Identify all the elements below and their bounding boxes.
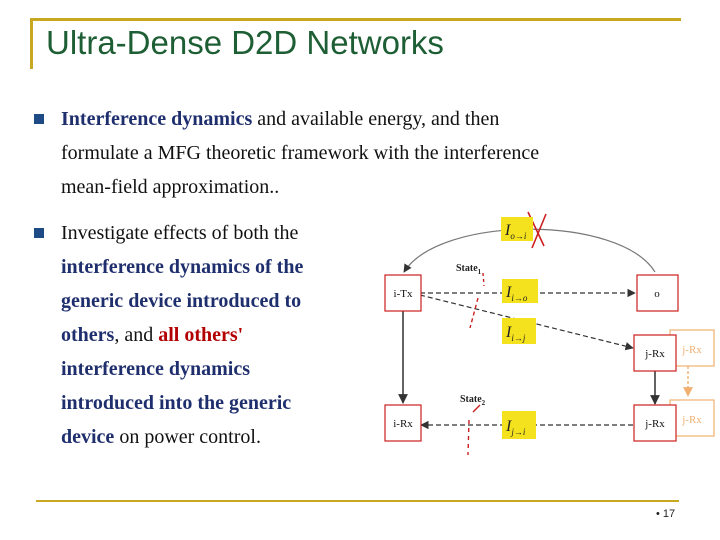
highlight-text: Interference dynamics — [61, 108, 253, 130]
body-text: on power control. — [114, 426, 261, 448]
svg-text:State2: State2 — [460, 394, 486, 407]
body-text: mean-field approximation.. — [61, 176, 280, 198]
red-dash-marks — [467, 272, 485, 456]
interference-label-o-to-i: Io→i — [501, 217, 533, 241]
arrow-itx-to-jrx — [419, 294, 634, 351]
page-number: • 17 — [656, 508, 676, 520]
node-j-rx-bottom-label: j-Rx — [644, 418, 665, 430]
body-text: and available energy, and then — [252, 108, 500, 130]
node-j-rx-top: j-Rx — [633, 334, 677, 372]
state-2-label: State2 — [460, 394, 486, 407]
bullet-2-line-5: interference dynamics — [61, 352, 381, 386]
highlight-text: introduced into the generic — [61, 392, 292, 414]
body-text: , and — [114, 324, 159, 346]
interference-label-j-to-i: Ij→i — [502, 411, 536, 439]
node-i-tx: i-Tx — [384, 274, 422, 312]
node-i-rx-label: i-Rx — [393, 418, 413, 430]
node-j-rx-top-label: j-Rx — [644, 348, 665, 360]
bullet-text-1: Interference dynamics and available ener… — [61, 102, 661, 204]
label-sub: i→j — [511, 333, 526, 343]
state-1-base: State — [456, 263, 478, 274]
highlight-text: interference dynamics — [61, 358, 251, 380]
svg-text:State1: State1 — [456, 263, 482, 276]
ghost-box-bottom: j-Rx — [669, 399, 715, 437]
ghost-box-bottom-label: j-Rx — [681, 414, 702, 426]
svg-text:Io→i: Io→i — [504, 222, 527, 241]
emphasis-text: all others' — [158, 324, 244, 346]
interference-label-i-to-o: Ii→o — [502, 279, 538, 303]
ghost-box-top-label: j-Rx — [681, 344, 702, 356]
slide-title: Ultra-Dense D2D Networks — [46, 24, 444, 61]
state-2-base: State — [460, 394, 482, 405]
label-base: I — [504, 222, 511, 239]
svg-text:Ii→j: Ii→j — [505, 324, 526, 343]
bullet-1-line-3: mean-field approximation.. — [61, 170, 661, 204]
label-sub: j→i — [510, 427, 526, 437]
footer-divider — [36, 500, 679, 502]
highlight-text: others — [61, 324, 115, 346]
node-i-tx-label: i-Tx — [394, 288, 413, 300]
state-2-sub: 2 — [482, 399, 486, 407]
node-j-rx-bottom: j-Rx — [633, 404, 677, 442]
bullet-1-line-2: formulate a MFG theoretic framework with… — [61, 136, 661, 170]
bullet-2-line-1: Investigate effects of both the — [61, 216, 381, 250]
bullet-text-2: Investigate effects of both the interfer… — [61, 216, 381, 454]
bullet-1-line-1: Interference dynamics and available ener… — [61, 102, 661, 136]
bullet-2-line-2: interference dynamics of the — [61, 250, 381, 284]
svg-text:Ij→i: Ij→i — [505, 418, 526, 437]
ghost-box-top: j-Rx — [669, 329, 715, 367]
label-base: I — [505, 418, 512, 435]
title-frame — [30, 18, 681, 69]
bullet-2-line-3: generic device introduced to — [61, 284, 381, 318]
highlight-text: generic device introduced to — [61, 290, 302, 312]
bullet-marker-2 — [34, 228, 44, 238]
body-text: formulate a MFG theoretic framework with… — [61, 142, 540, 164]
body-text: Investigate effects of both the — [61, 222, 299, 244]
highlight-text: interference dynamics of the — [61, 256, 304, 278]
bullet-2-line-6: introduced into the generic — [61, 386, 381, 420]
label-base: I — [505, 324, 512, 341]
svg-text:Ii→o: Ii→o — [505, 284, 528, 303]
node-o: o — [636, 274, 679, 312]
bullet-2-line-4: others, and all others' — [61, 318, 381, 352]
label-sub: o→i — [510, 231, 527, 241]
highlight-text: device — [61, 426, 115, 448]
state-1-label: State1 — [456, 263, 482, 276]
state-1-sub: 1 — [478, 268, 482, 276]
bullet-2-line-7: device on power control. — [61, 420, 381, 454]
bullet-marker-1 — [34, 114, 44, 124]
node-o-label: o — [654, 288, 660, 300]
label-base: I — [505, 284, 512, 301]
interference-label-i-to-j: Ii→j — [502, 318, 536, 344]
label-sub: i→o — [511, 293, 528, 303]
node-i-rx: i-Rx — [384, 404, 422, 442]
